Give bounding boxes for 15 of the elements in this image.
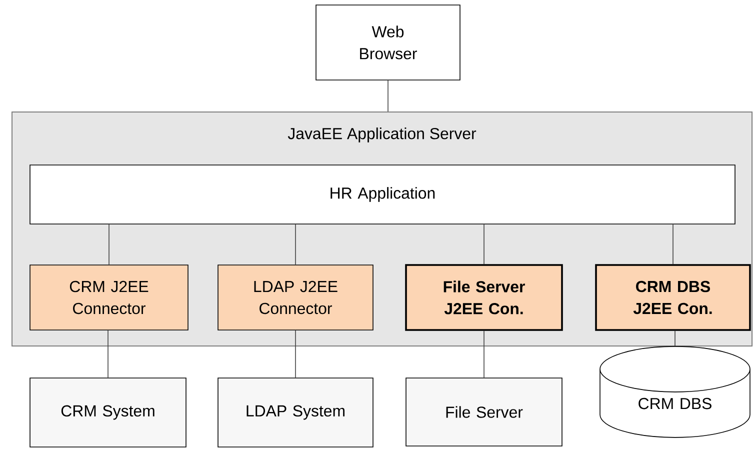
connector-line xyxy=(295,224,296,265)
connector-box: LDAP J2EE Connector xyxy=(218,264,374,330)
connector-line xyxy=(108,224,110,265)
system-box: File Server xyxy=(406,378,562,446)
system-box: LDAP System xyxy=(218,378,374,448)
system-box: CRM System xyxy=(30,378,186,448)
database-cylinder: CRM DBS xyxy=(600,346,750,438)
connector-box: CRM DBS J2EE Con. xyxy=(595,264,751,331)
connector-line xyxy=(295,330,296,378)
browser-box: Web Browser xyxy=(316,4,460,80)
connector-line xyxy=(674,330,676,346)
connector-box: CRM J2EE Connector xyxy=(30,264,188,330)
application-box: HR Application xyxy=(30,164,736,224)
connector-box: File Server J2EE Con. xyxy=(405,264,563,331)
connector-line xyxy=(672,224,674,264)
